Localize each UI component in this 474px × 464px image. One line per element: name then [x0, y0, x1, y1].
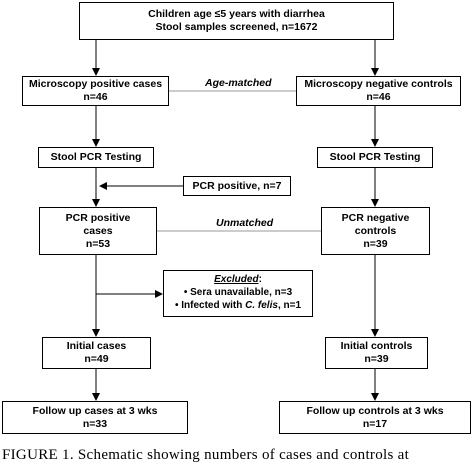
initial-controls-label: Initial controls — [340, 340, 413, 352]
excluded-title: Excluded — [214, 274, 259, 285]
pcr-positive-cases-line2: cases — [83, 224, 113, 237]
excluded-title-row: Excluded: — [170, 273, 306, 286]
microscopy-negative-label: Microscopy negative controls — [304, 78, 453, 90]
follow-up-controls-box: Follow up controls at 3 wks n=17 — [279, 401, 471, 434]
pcr-negative-controls-line2: controls — [354, 224, 397, 237]
initial-cases-label: Initial cases — [66, 340, 127, 352]
pcr-positive-box: PCR positive, n=7 — [183, 176, 291, 196]
age-matched-label: Age-matched — [202, 77, 275, 89]
microscopy-positive-box: Microscopy positive cases n=46 — [22, 76, 169, 106]
pcr-testing-right-label: Stool PCR Testing — [329, 151, 421, 163]
follow-up-controls-n: n=17 — [362, 417, 388, 430]
excluded-box: Excluded: • Sera unavailable, n=3 • Infe… — [163, 270, 313, 317]
pcr-negative-controls-n: n=39 — [363, 237, 388, 250]
unmatched-label: Unmatched — [213, 217, 277, 229]
pcr-testing-right-box: Stool PCR Testing — [317, 147, 433, 168]
pcr-testing-left-box: Stool PCR Testing — [38, 147, 154, 168]
microscopy-positive-label: Microscopy positive cases — [28, 78, 163, 90]
pcr-negative-controls-box: PCR negative controls n=39 — [321, 207, 430, 255]
screened-line2: Stool samples screened, n=1672 — [155, 21, 318, 33]
pcr-positive-cases-box: PCR positive cases n=53 — [39, 207, 157, 255]
excluded-felis-row: • Infected with C. felis, n=1 — [170, 299, 306, 312]
follow-up-controls-label: Follow up controls at 3 wks — [306, 404, 444, 417]
microscopy-negative-n: n=46 — [366, 91, 391, 103]
excluded-felis-pre: • Infected with — [174, 300, 246, 311]
excluded-sera-row: • Sera unavailable, n=3 — [183, 287, 293, 298]
excluded-colon: : — [258, 274, 262, 285]
initial-cases-n: n=49 — [84, 353, 109, 365]
initial-cases-box: Initial cases n=49 — [42, 337, 151, 369]
follow-up-cases-label: Follow up cases at 3 wks — [32, 404, 158, 417]
microscopy-positive-n: n=46 — [83, 91, 108, 103]
initial-controls-box: Initial controls n=39 — [325, 337, 428, 369]
follow-up-cases-n: n=33 — [82, 417, 108, 430]
pcr-positive-label: PCR positive, n=7 — [192, 179, 282, 192]
figure-caption: FIGURE 1. Schematic showing numbers of c… — [2, 447, 410, 463]
screened-line1: Children age ≤5 years with diarrhea — [148, 8, 325, 20]
initial-controls-n: n=39 — [364, 353, 389, 365]
microscopy-negative-box: Microscopy negative controls n=46 — [296, 76, 461, 106]
excluded-felis-species: C. felis — [245, 300, 278, 311]
pcr-testing-left-label: Stool PCR Testing — [50, 151, 142, 163]
pcr-negative-controls-line1: PCR negative — [341, 211, 410, 224]
pcr-positive-cases-n: n=53 — [85, 237, 111, 250]
pcr-positive-cases-line1: PCR positive — [65, 211, 131, 224]
screened-box: Children age ≤5 years with diarrhea Stoo… — [79, 2, 394, 40]
excluded-felis-post: , n=1 — [277, 300, 302, 311]
follow-up-cases-box: Follow up cases at 3 wks n=33 — [2, 401, 188, 434]
